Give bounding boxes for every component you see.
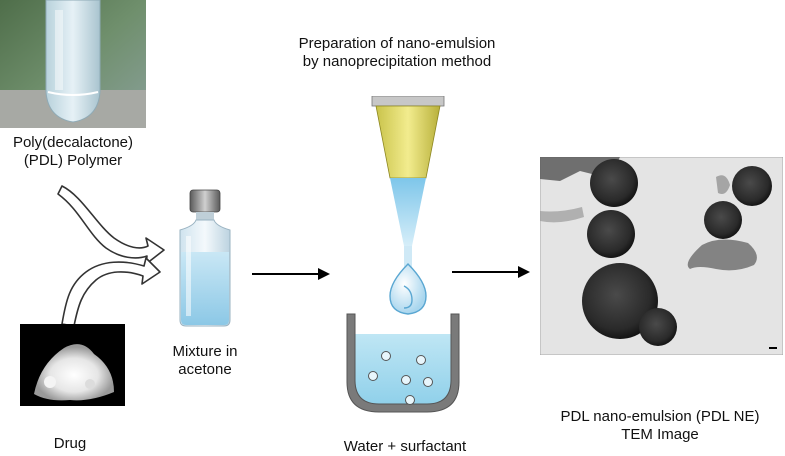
preparation-label: Preparation of nano-emulsion by nanoprec…	[262, 35, 532, 71]
result-label-line2: TEM Image	[621, 426, 699, 443]
water-surfactant-label: Water + surfactant	[343, 438, 467, 455]
nanoparticle	[704, 201, 742, 239]
mixture-label-line1: Mixture in	[172, 343, 238, 360]
preparation-label-line1: Preparation of nano-emulsion	[298, 35, 496, 52]
nanodroplet	[423, 377, 433, 387]
tem-image	[540, 157, 783, 355]
drug-curved-arrow	[61, 257, 161, 327]
nanodroplet	[405, 395, 415, 405]
polymer-curved-arrow	[57, 185, 165, 265]
nanoparticle	[582, 263, 658, 339]
polymer-label: Poly(decalactone) (PDL) Polymer	[0, 134, 152, 170]
water-surfactant-beaker	[343, 310, 463, 415]
nanoparticle	[732, 166, 772, 206]
drug-powder-photo	[20, 324, 125, 406]
nanodroplet	[416, 355, 426, 365]
result-label-line1: PDL nano-emulsion (PDL NE)	[560, 408, 760, 425]
nanoparticle	[639, 308, 677, 346]
result-label: PDL nano-emulsion (PDL NE) TEM Image	[540, 408, 780, 444]
pipette-tip	[368, 96, 448, 326]
nanoparticle	[590, 159, 638, 207]
polymer-label-line2: (PDL) Polymer	[23, 152, 123, 169]
merge-arrows	[40, 180, 170, 330]
mixture-label: Mixture in acetone	[150, 343, 260, 379]
nanoparticle	[587, 210, 635, 258]
polymer-label-line1: Poly(decalactone)	[12, 134, 134, 151]
drug-label: Drug	[53, 435, 87, 452]
arrow-to-tem	[452, 264, 532, 280]
acetone-vial	[170, 188, 240, 328]
preparation-label-line2: by nanoprecipitation method	[302, 53, 492, 70]
nanodroplet	[381, 351, 391, 361]
nanodroplet	[368, 371, 378, 381]
polymer-tube-photo	[0, 0, 146, 128]
scale-bar	[769, 347, 777, 349]
nanodroplet	[401, 375, 411, 385]
mixture-label-line2: acetone	[178, 361, 232, 378]
arrow-to-nanoprecipitation	[252, 266, 332, 282]
